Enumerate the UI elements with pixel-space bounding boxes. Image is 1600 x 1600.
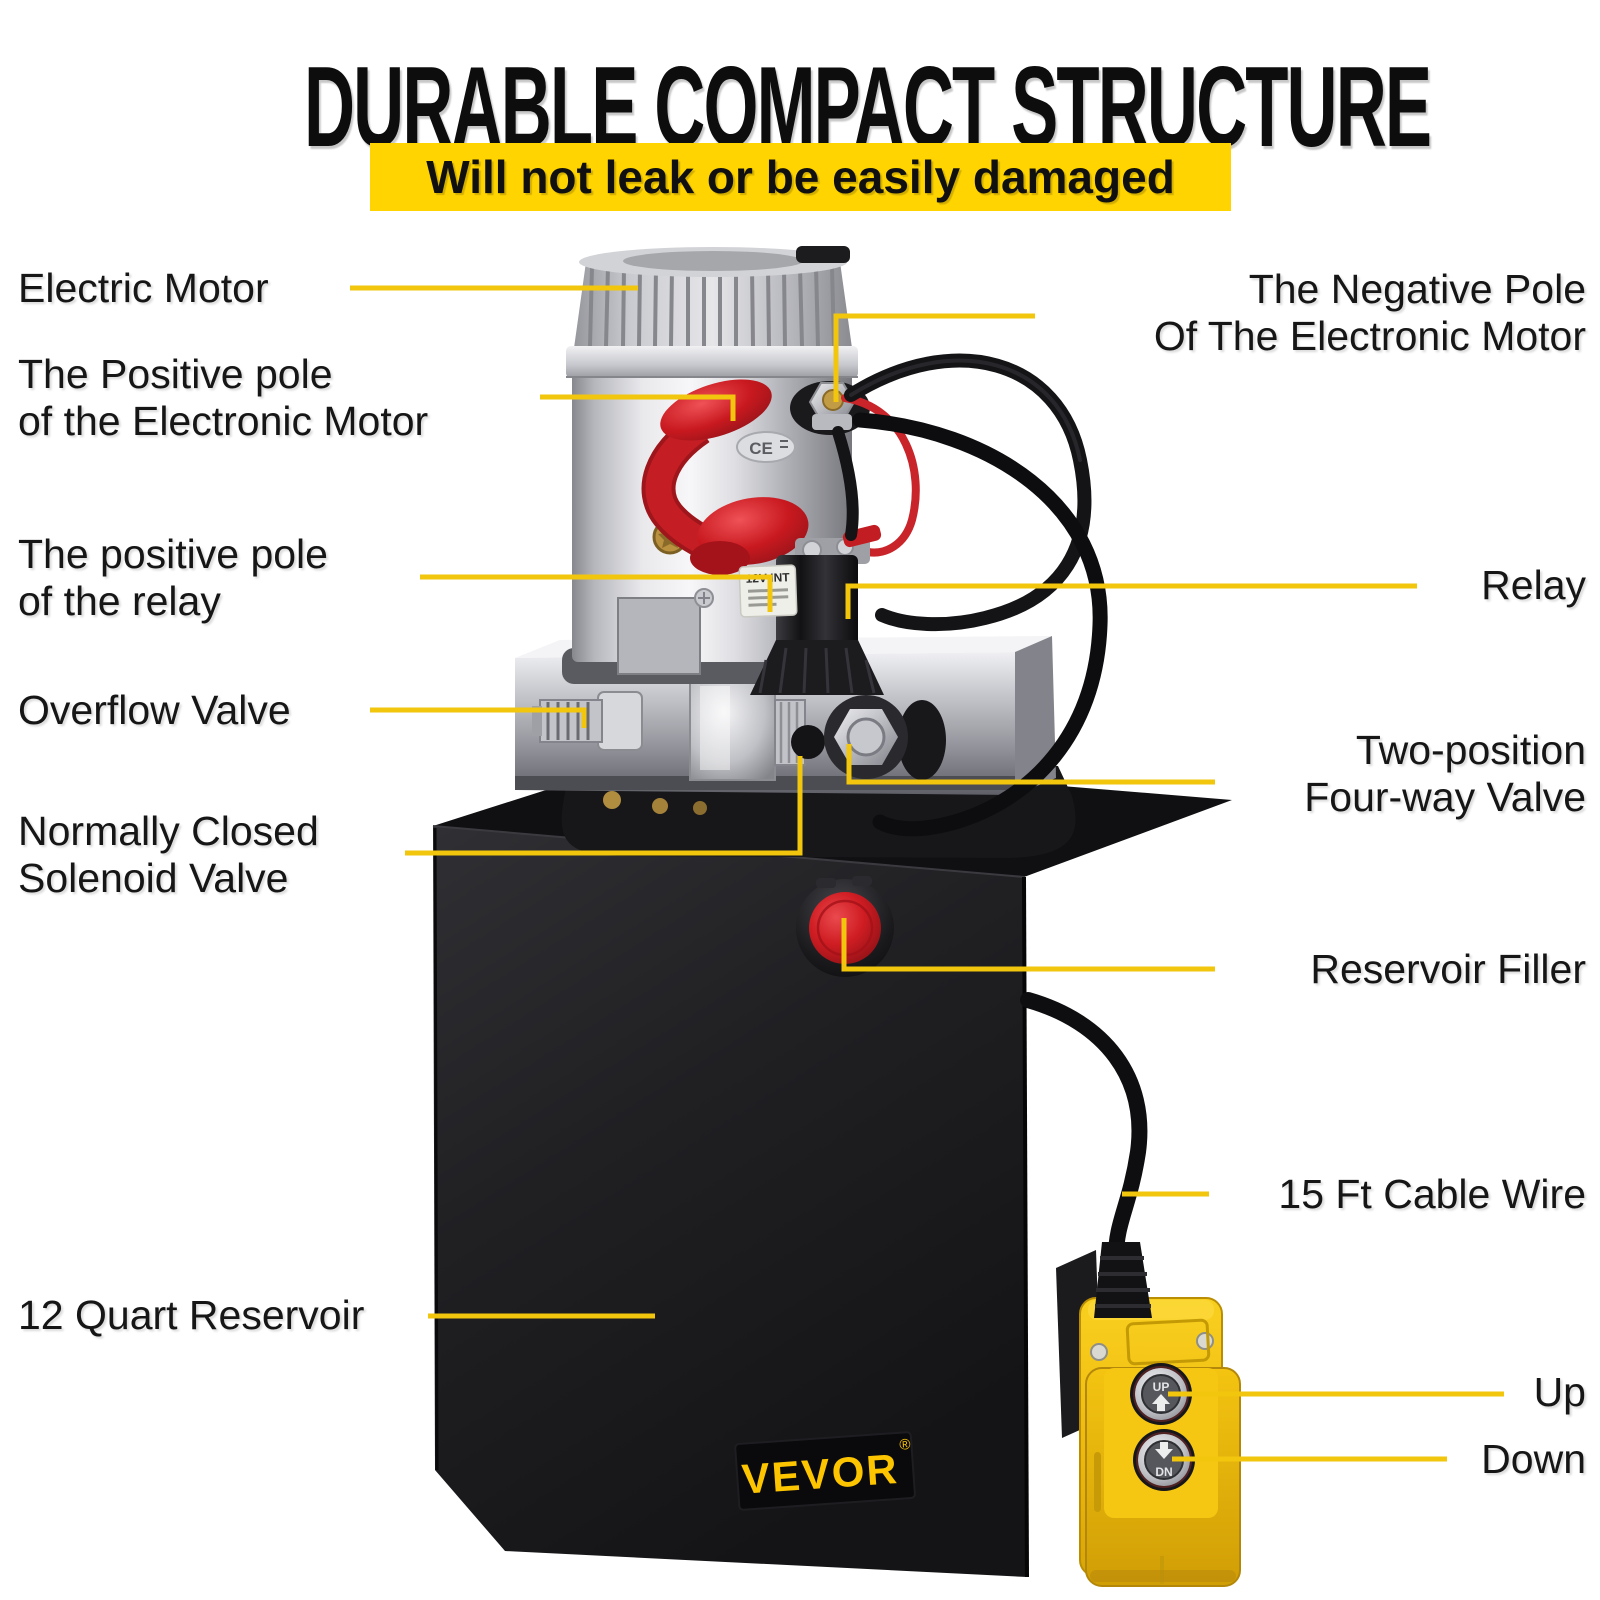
brand-plate: VEVOR ®	[734, 1431, 916, 1511]
subtitle-text: Will not leak or be easily damaged	[426, 151, 1175, 203]
callout-label-four-way-valve: Two-position Four-way Valve	[1304, 727, 1586, 820]
callout-lines	[350, 285, 1504, 1462]
up-button-label: UP	[1153, 1380, 1170, 1394]
callout-label-negative-pole-motor: The Negative Pole Of The Electronic Moto…	[1153, 266, 1586, 359]
subtitle-banner: Will not leak or be easily damaged	[370, 143, 1231, 211]
motor-fins	[588, 265, 836, 347]
line-positive-pole-relay	[420, 574, 773, 612]
solenoid-valve-part	[689, 675, 825, 781]
motor-wires	[832, 353, 1108, 837]
valve-manifold	[515, 636, 1056, 815]
callout-label-relay: Relay	[1481, 562, 1586, 608]
remote-screw	[1090, 1343, 1108, 1361]
relay-part: 12V INT	[738, 524, 884, 695]
red-wire	[841, 394, 920, 557]
four-way-valve-part	[824, 695, 946, 780]
callout-label-down: Down	[1481, 1436, 1586, 1482]
ce-mark: CE	[736, 431, 796, 463]
callout-label-overflow-valve: Overflow Valve	[18, 687, 291, 733]
brand-logo-text: VEVOR	[740, 1445, 900, 1503]
line-negative-pole	[833, 313, 1035, 402]
callout-label-up: Up	[1533, 1369, 1586, 1415]
overflow-valve-part	[532, 691, 643, 751]
down-arrow-icon	[1155, 1442, 1173, 1459]
remote-screw	[1196, 1332, 1214, 1350]
line-positive-pole-motor	[540, 394, 736, 421]
cable-gland	[1094, 1242, 1152, 1318]
down-button: DN	[1133, 1429, 1195, 1491]
callout-label-positive-pole-relay: The positive pole of the relay	[18, 531, 328, 624]
line-overflow-valve	[370, 707, 587, 728]
line-reservoir-filler	[841, 918, 1215, 972]
callout-label-solenoid-valve: Normally Closed Solenoid Valve	[18, 808, 319, 901]
line-solenoid-valve	[405, 756, 803, 856]
callout-label-positive-pole-motor: The Positive pole of the Electronic Moto…	[18, 351, 429, 444]
svg-text:CE: CE	[749, 439, 773, 458]
registered-mark: ®	[899, 1436, 911, 1454]
remote-cable	[1020, 992, 1148, 1264]
down-button-label: DN	[1155, 1465, 1172, 1479]
remote-control: UP DN	[1056, 1242, 1241, 1587]
up-arrow-icon	[1152, 1394, 1170, 1411]
line-relay	[845, 583, 1417, 619]
callout-label-reservoir-filler: Reservoir Filler	[1310, 946, 1586, 992]
callout-label-reservoir: 12 Quart Reservoir	[18, 1292, 365, 1338]
callout-label-electric-motor: Electric Motor	[18, 265, 269, 311]
callout-label-cable-wire: 15 Ft Cable Wire	[1278, 1171, 1586, 1217]
line-four-way-valve	[846, 744, 1215, 785]
